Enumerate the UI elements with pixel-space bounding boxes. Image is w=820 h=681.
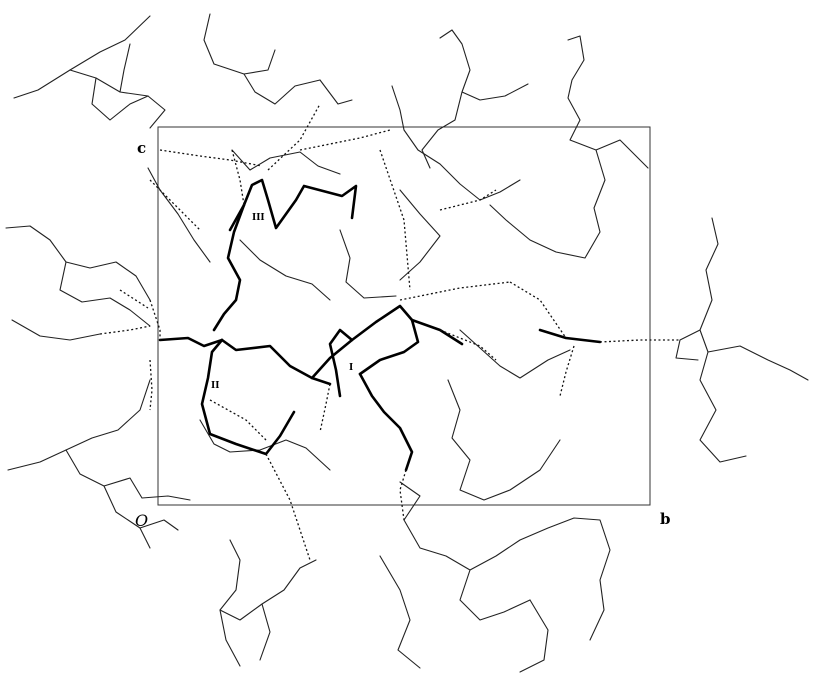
hbond-9	[439, 329, 497, 361]
inner-fragment-b	[147, 167, 211, 263]
hbond-7	[439, 189, 497, 211]
molecule-bottom-right-d	[379, 555, 421, 669]
molecule-top-left-tail	[119, 43, 131, 93]
neighbour-molecules	[5, 13, 809, 673]
molecule-bottom-centre	[219, 539, 317, 621]
origin-label: O	[135, 511, 148, 530]
asymmetric-unit-molecules	[158, 178, 602, 472]
molecule-II-ring	[200, 338, 296, 456]
molecule-bottom-right-a	[399, 481, 531, 621]
inner-fragment-g	[399, 189, 441, 281]
molecule-label-III: III	[252, 213, 265, 223]
inner-fragment-d	[339, 229, 397, 299]
hbond-5	[379, 149, 411, 291]
axis-b-label: b	[660, 510, 671, 528]
inner-fragment-a	[231, 149, 341, 175]
hbond-4	[299, 129, 391, 151]
molecule-left-bottom-tail	[103, 485, 151, 549]
molecule-bottom-right-c	[519, 599, 549, 673]
hbond-10	[599, 339, 680, 343]
molecule-top-centre-arm	[319, 79, 353, 105]
hbond-8	[509, 281, 567, 339]
molecule-right	[699, 217, 747, 463]
molecule-left-bottom-arm	[139, 519, 179, 531]
molecule-I-tail	[410, 318, 464, 346]
molecule-top-right-a	[439, 29, 529, 101]
molecule-label-I: I	[349, 363, 353, 373]
molecule-left-bottom	[7, 379, 151, 471]
inner-fragment-f	[459, 329, 571, 379]
molecule-III-ring	[228, 178, 358, 232]
hbond-19	[319, 383, 331, 433]
hbond-3	[267, 103, 321, 171]
hbond-16	[209, 399, 267, 441]
molecule-top-left	[13, 15, 151, 99]
hbond-13	[119, 289, 149, 309]
hbond-17	[265, 453, 311, 561]
unit-cell-outline	[157, 126, 651, 506]
hbond-2	[231, 149, 245, 206]
molecule-right-thick	[538, 328, 602, 344]
hbond-15	[149, 179, 201, 231]
molecule-bottom-centre-arm	[259, 603, 271, 661]
hydrogen-bonds	[99, 103, 680, 561]
molecule-left-middle	[5, 225, 151, 327]
inner-fragment-e	[199, 419, 331, 471]
molecule-top-centre-branch	[243, 73, 321, 105]
molecule-bottom-right-b	[447, 379, 561, 501]
molecule-label-II: II	[211, 381, 219, 391]
hbond-6	[399, 281, 511, 301]
molecule-top-right-b-ring	[489, 149, 606, 259]
molecule-bottom-centre-tail	[219, 609, 241, 667]
hbond-14	[149, 359, 153, 411]
hbond-18	[399, 469, 407, 521]
molecule-left-middle-ring	[65, 261, 151, 301]
molecule-III-chain	[212, 203, 246, 332]
hbond-20	[99, 325, 151, 335]
axis-c-label: c	[137, 139, 146, 157]
molecule-top-right-b	[567, 35, 649, 169]
molecule-II-chain	[220, 338, 332, 386]
inner-fragment-c	[239, 239, 331, 301]
molecule-right-branch	[707, 345, 809, 381]
molecule-left-middle-tail	[11, 319, 101, 341]
molecule-bottom-right-a-ring	[469, 517, 611, 641]
molecule-top-centre	[203, 13, 276, 75]
molecule-I-chain	[358, 372, 414, 472]
molecule-top-right-c	[391, 85, 521, 201]
molecule-top-left-ring	[69, 69, 166, 129]
molecule-top-right-a-ring	[421, 91, 463, 169]
molecule-right-ring	[675, 329, 701, 361]
molecule-left-bottom-ring	[65, 449, 191, 501]
molecule-II-branch	[158, 336, 224, 348]
hbond-1	[159, 149, 263, 167]
molecule-top-left-branch	[91, 77, 149, 121]
molecule-I-ring	[310, 304, 420, 380]
hbond-11	[559, 345, 575, 397]
hbond-12	[149, 299, 161, 340]
molecule-I-arm	[328, 328, 354, 398]
